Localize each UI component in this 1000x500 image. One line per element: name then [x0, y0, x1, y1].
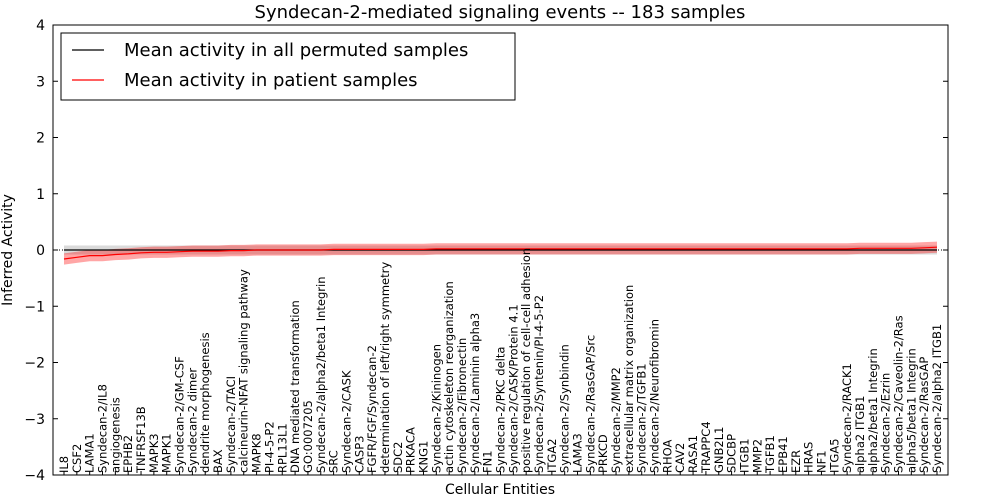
x-tick-label: Syndecan-2/Caveolin-2/Ras — [892, 315, 906, 473]
x-tick-label: RPL13L1 — [275, 423, 289, 473]
x-tick-label: Syndecan-2/RasGAP — [917, 357, 931, 473]
x-tick-label: alpha2 ITGB1 — [853, 396, 867, 473]
y-axis: 4 3 2 1 0 −1 −2 −3 −4 — [24, 18, 948, 484]
legend: Mean activity in all permuted samples Me… — [60, 32, 516, 101]
x-tick-label: extracellular matrix organization — [622, 285, 636, 473]
y-tick-label: 4 — [36, 18, 45, 34]
series-line-patient — [63, 246, 938, 260]
x-tick-label: determination of left/right symmetry — [378, 262, 392, 473]
x-tick-label: EPHB2 — [121, 435, 135, 473]
x-tick-label: Syndecan-2/PKC delta — [494, 347, 508, 473]
x-tick-label: Syndecan-2/Syntenin/PI-4-5-P2 — [532, 295, 546, 473]
x-tick-label: RHOA — [660, 440, 674, 473]
x-axis: IL8CSF2LAMA1Syndecan-2/IL8angiogenesisEP… — [57, 248, 944, 475]
x-tick-label: SDCBP — [725, 434, 739, 473]
x-tick-label: EZR — [789, 450, 803, 473]
x-tick-label: MAPK1 — [160, 433, 174, 473]
chart-title: Syndecan-2-mediated signaling events -- … — [255, 2, 746, 23]
x-tick-label: RASA1 — [686, 435, 700, 473]
x-tick-label: PRKACA — [404, 427, 418, 473]
x-tick-label: TNFRSF13B — [134, 406, 148, 474]
x-tick-label: Syndecan-2/TACI — [224, 376, 238, 473]
x-tick-label: GNB2L1 — [712, 427, 726, 473]
x-tick-label: alpha5/beta1 Integrin — [904, 348, 918, 473]
x-tick-label: TGFB1 — [763, 435, 777, 474]
y-tick-label: −3 — [24, 412, 45, 428]
x-tick-label: PI-4-5-P2 — [262, 421, 276, 473]
y-tick-label: −4 — [24, 468, 45, 484]
x-tick-label: MMP2 — [750, 439, 764, 473]
x-tick-label: positive regulation of cell-cell adhesio… — [519, 248, 533, 473]
x-tick-label: Syndecan-2/Neurofibromin — [648, 319, 662, 473]
x-tick-label: Syndecan-2/Kininogen — [429, 344, 443, 473]
x-tick-label: LAMA3 — [571, 433, 585, 473]
x-tick-label: BAX — [211, 449, 225, 473]
y-tick-label: −1 — [24, 299, 45, 315]
x-tick-label: Syndecan-2 dimer — [185, 368, 199, 473]
x-tick-label: MAPK3 — [147, 433, 161, 473]
x-tick-label: Syndecan-2/TGFB1 — [635, 363, 649, 473]
x-tick-label: HRAS — [802, 442, 816, 473]
x-tick-label: CAV2 — [673, 443, 687, 473]
x-tick-label: TRAPPC4 — [699, 421, 713, 474]
x-axis-label: Cellular Entities — [445, 482, 555, 498]
x-tick-label: EPB41 — [776, 436, 790, 473]
x-tick-label: angiogenesis — [108, 397, 122, 473]
x-tick-label: DNA mediated transformation — [288, 300, 302, 473]
x-tick-label: MAPK8 — [250, 433, 264, 473]
x-tick-label: SDC2 — [391, 441, 405, 473]
y-tick-label: 2 — [36, 131, 45, 147]
x-tick-label: Syndecan-2/alpha2 ITGB1 — [930, 324, 944, 473]
x-tick-label: dendrite morphogenesis — [198, 332, 212, 473]
x-tick-label: ITGA5 — [827, 438, 841, 473]
x-tick-label: ITGB1 — [737, 438, 751, 473]
plot-area — [53, 241, 948, 265]
y-tick-label: 0 — [36, 243, 45, 259]
x-tick-label: Syndecan-2/Ezrin — [879, 373, 893, 473]
band-patient — [64, 241, 937, 265]
y-tick-label: 3 — [36, 74, 45, 90]
legend-box — [60, 32, 516, 101]
x-tick-label: NF1 — [815, 450, 829, 473]
x-tick-label: Syndecan-2/alpha2/beta1 Integrin — [314, 276, 328, 473]
x-tick-label: Syndecan-2/CASK/Protein 4.1 — [506, 304, 520, 473]
x-tick-label: LAMA1 — [83, 433, 97, 473]
x-tick-label: IL8 — [57, 456, 71, 473]
x-tick-label: GO:0007205 — [301, 400, 315, 473]
x-tick-label: FN1 — [481, 450, 495, 473]
x-tick-label: SRC — [327, 450, 341, 473]
x-tick-label: alpha2/beta1 Integrin — [866, 348, 880, 473]
x-tick-label: PRKCD — [596, 434, 610, 473]
x-tick-label: Syndecan-2/RACK1 — [840, 363, 854, 473]
x-tick-label: KNG1 — [417, 441, 431, 473]
x-tick-label: FGFR/FGF/Syndecan-2 — [365, 345, 379, 473]
x-tick-label: Syndecan-2/MMP2 — [609, 367, 623, 473]
legend-label-patient: Mean activity in patient samples — [124, 70, 418, 91]
legend-label-permuted: Mean activity in all permuted samples — [124, 40, 468, 61]
x-tick-label: actin cytoskeleton reorganization — [442, 281, 456, 473]
x-tick-label: Syndecan-2/RasGAP/Src — [583, 335, 597, 473]
x-tick-label: ITGA2 — [545, 438, 559, 473]
x-tick-label: Syndecan-2/Laminin alpha3 — [468, 313, 482, 473]
x-tick-label: CASP3 — [352, 436, 366, 473]
x-tick-label: Syndecan-2/CASK — [339, 370, 353, 473]
x-tick-label: Syndecan-2/GM-CSF — [173, 356, 187, 473]
x-tick-label: CSF2 — [70, 444, 84, 473]
x-tick-label: Syndecan-2/IL8 — [96, 384, 110, 473]
y-tick-label: 1 — [36, 187, 45, 203]
y-tick-label: −2 — [24, 356, 45, 372]
x-tick-label: Syndecan-2/Fibronectin — [455, 338, 469, 473]
y-axis-label: Inferred Activity — [0, 194, 16, 306]
x-tick-label: Syndecan-2/Synbindin — [558, 344, 572, 473]
x-tick-label: calcineurin-NFAT signaling pathway — [237, 269, 251, 473]
